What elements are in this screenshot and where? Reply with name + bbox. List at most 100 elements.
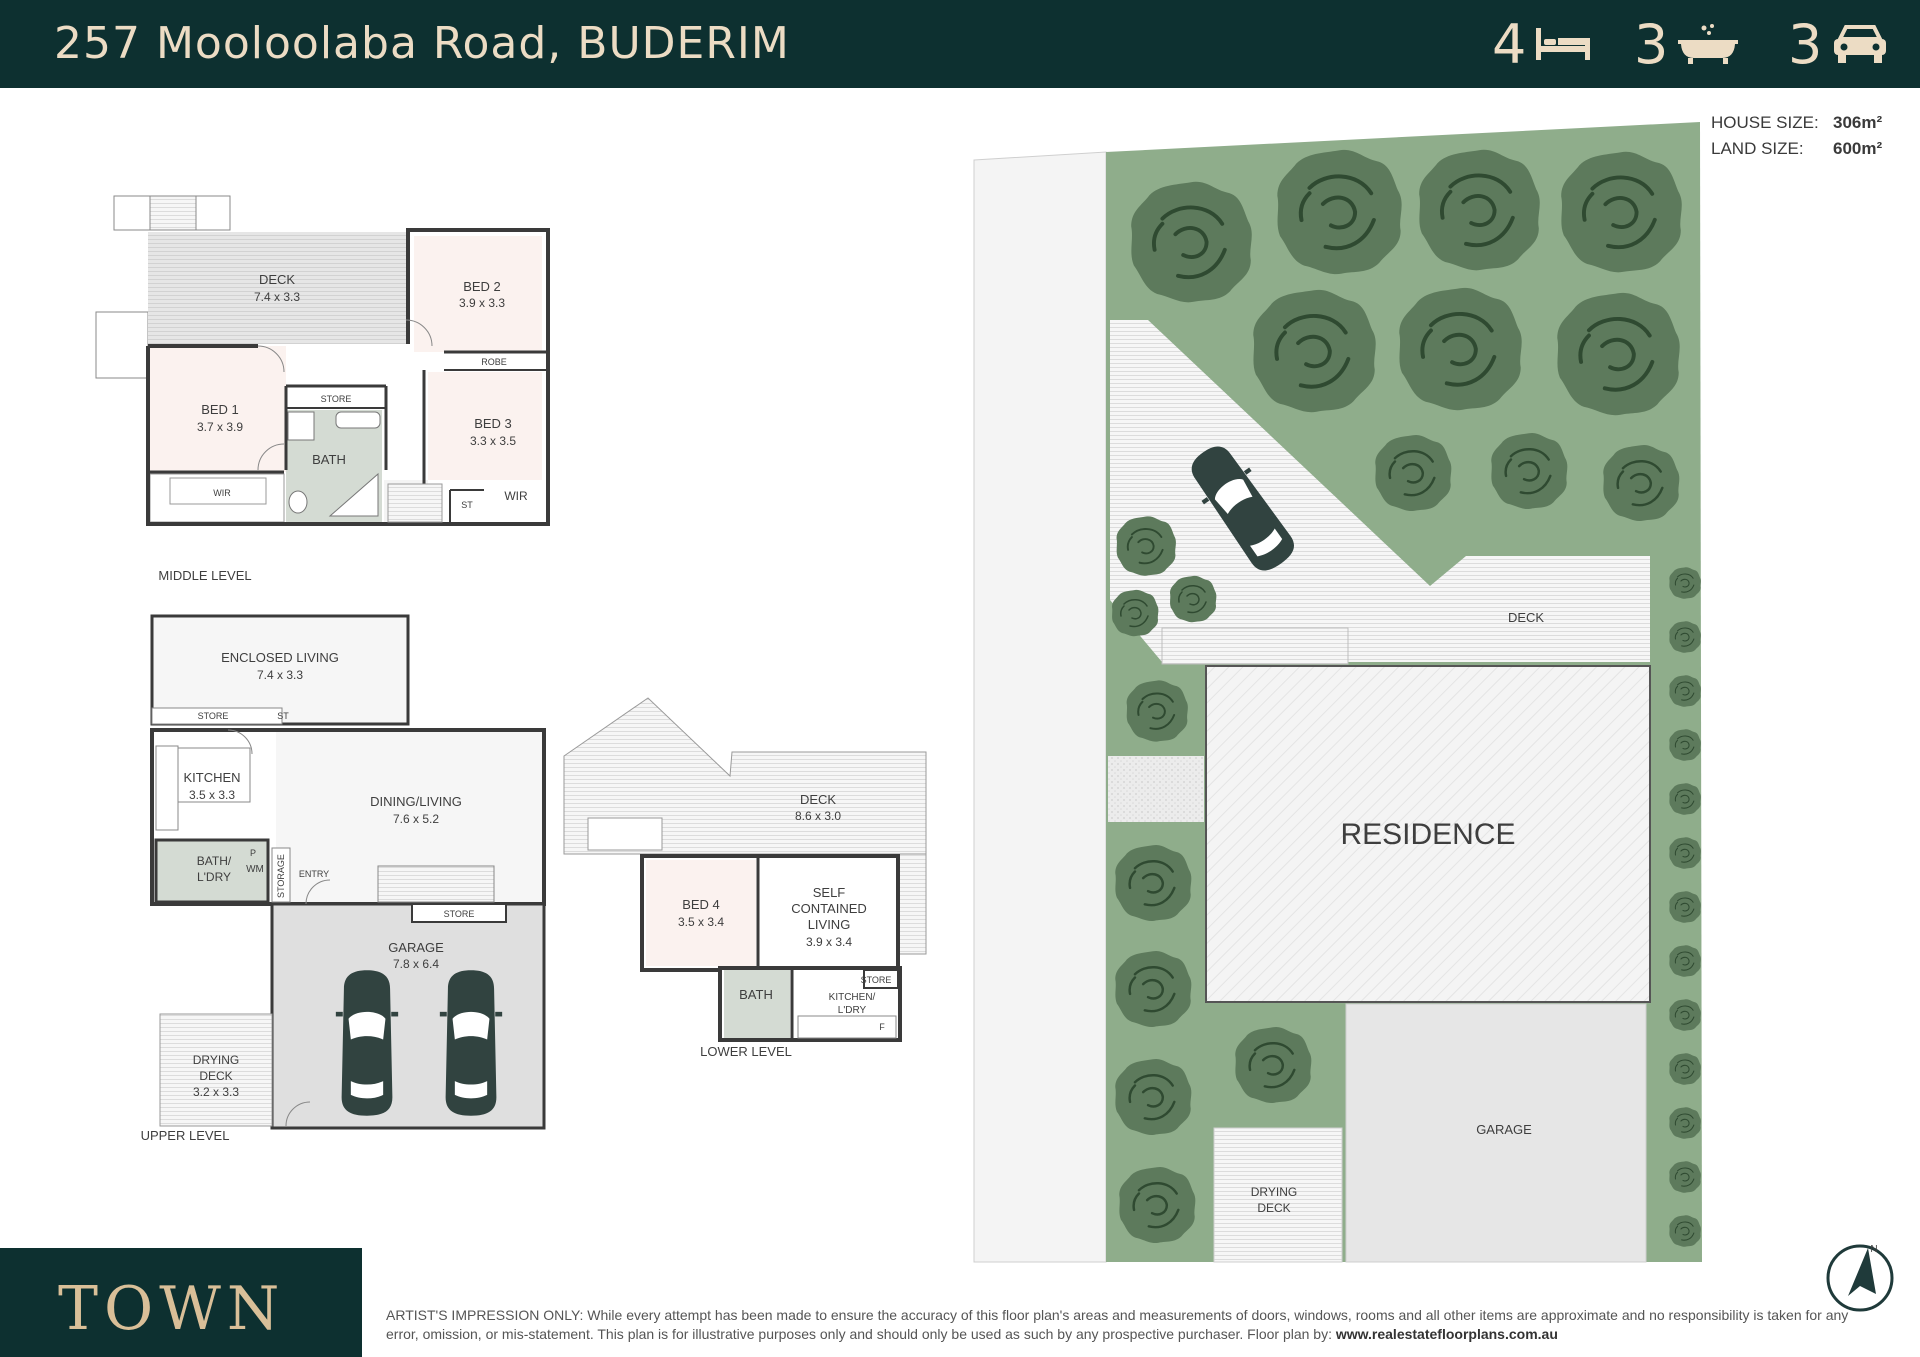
brand-panel: TOWN xyxy=(0,1248,362,1357)
ul-kitchen-dim: 3.5 x 3.3 xyxy=(189,788,235,802)
ll-bed4-label: BED 4 xyxy=(682,897,720,912)
ml-bed1-label: BED 1 xyxy=(201,402,239,417)
car-icon xyxy=(1834,25,1887,63)
tree-icon xyxy=(1602,443,1681,523)
ll-self-label-3: LIVING xyxy=(808,917,851,932)
ul-enclosed-label: ENCLOSED LIVING xyxy=(221,650,339,665)
ul-drying-label-2: DECK xyxy=(199,1069,232,1083)
tree-icon xyxy=(1114,843,1193,923)
ll-deck-label: DECK xyxy=(800,792,836,807)
tree-icon xyxy=(1417,147,1542,273)
tree-icon xyxy=(1115,515,1177,577)
ml-bed2-label: BED 2 xyxy=(463,279,501,294)
hedge-tree-icon xyxy=(1668,1106,1702,1140)
tree-icon xyxy=(1555,290,1682,418)
hedge-tree-icon xyxy=(1668,890,1702,924)
tree-icon xyxy=(1111,589,1160,637)
site-residence-label: RESIDENCE xyxy=(1340,818,1515,851)
land-size-value: 600m² xyxy=(1833,139,1883,158)
baths-stat: 3 xyxy=(1634,12,1740,76)
ul-dining-label: DINING/LIVING xyxy=(370,794,462,809)
ul-kitchen-label: KITCHEN xyxy=(183,770,240,785)
compass-north-label: N xyxy=(1870,1244,1877,1255)
disclaimer: ARTIST'S IMPRESSION ONLY: While every at… xyxy=(386,1306,1866,1344)
bathtub-icon xyxy=(1678,24,1739,64)
ll-kitchen-label-2: L'DRY xyxy=(838,1005,867,1016)
ul-bath-label-1: BATH/ xyxy=(197,854,232,868)
ml-bed3-dim: 3.3 x 3.5 xyxy=(470,434,516,448)
tree-icon xyxy=(1559,149,1684,275)
hedge-tree-icon xyxy=(1668,674,1702,708)
tree-icon xyxy=(1114,949,1193,1029)
beds-count: 4 xyxy=(1492,12,1527,76)
ml-bed3-label: BED 3 xyxy=(474,416,512,431)
header-bar: 257 Mooloolaba Road, BUDERIM 4 3 3 xyxy=(0,0,1920,88)
ll-self-dim: 3.9 x 3.4 xyxy=(806,935,852,949)
ul-storage-label: STORAGE xyxy=(276,854,286,898)
upper-level-plan: ENCLOSED LIVING 7.4 x 3.3 STORE ST KITCH… xyxy=(141,614,546,1143)
tree-icon xyxy=(1125,679,1189,743)
ul-p-label: P xyxy=(250,848,256,858)
site-plan: DECK RESIDENCE GARAGE DRYING DECK N xyxy=(973,122,1894,1312)
property-address: 257 Mooloolaba Road, BUDERIM xyxy=(54,18,790,69)
hedge-tree-icon xyxy=(1668,836,1702,870)
hedge-tree-icon xyxy=(1668,566,1702,600)
ul-store-label: STORE xyxy=(198,711,229,721)
hedge-tree-icon xyxy=(1668,944,1702,978)
ml-st-label: ST xyxy=(461,500,473,510)
beds-stat: 4 xyxy=(1492,12,1592,76)
lower-level-plan: DECK 8.6 x 3.0 BED 4 3.5 x 3.4 SELF CONT… xyxy=(563,697,927,1059)
ul-garage-dim: 7.8 x 6.4 xyxy=(393,957,439,971)
middle-level-plan: DECK 7.4 x 3.3 BED 2 3.9 x 3.3 ROBE BED … xyxy=(95,195,550,583)
ul-dining-dim: 7.6 x 5.2 xyxy=(393,812,439,826)
ml-bed2-dim: 3.9 x 3.3 xyxy=(459,296,505,310)
upper-garage-car-left-icon xyxy=(335,970,399,1116)
disclaimer-text: ARTIST'S IMPRESSION ONLY: While every at… xyxy=(386,1307,1849,1342)
tree-icon xyxy=(1234,1025,1313,1105)
tree-icon xyxy=(1251,287,1378,415)
disclaimer-link: www.realestatefloorplans.com.au xyxy=(1335,1326,1558,1342)
ul-st-label: ST xyxy=(277,711,289,721)
brand-logo: TOWN xyxy=(58,1274,286,1344)
tree-icon xyxy=(1118,1165,1197,1245)
site-drying-label-2: DECK xyxy=(1257,1201,1290,1215)
ul-store2-label: STORE xyxy=(444,909,475,919)
ll-self-label-2: CONTAINED xyxy=(791,901,867,916)
tree-icon xyxy=(1169,575,1218,623)
site-garage-label: GARAGE xyxy=(1476,1122,1532,1137)
ul-enclosed-dim: 7.4 x 3.3 xyxy=(257,668,303,682)
cars-stat: 3 xyxy=(1788,12,1890,76)
tree-icon xyxy=(1277,150,1401,274)
hedge-tree-icon xyxy=(1668,1160,1702,1194)
hedge-tree-icon xyxy=(1668,1214,1702,1248)
cars-count: 3 xyxy=(1788,12,1823,76)
hedge-tree-icon xyxy=(1668,998,1702,1032)
ul-title: UPPER LEVEL xyxy=(141,1128,230,1143)
ml-bath-label: BATH xyxy=(312,452,346,467)
hedge-tree-icon xyxy=(1668,1052,1702,1086)
ml-bed1-dim: 3.7 x 3.9 xyxy=(197,420,243,434)
ml-deck-dim: 7.4 x 3.3 xyxy=(254,290,300,304)
ml-store-label: STORE xyxy=(321,394,352,404)
ul-garage-label: GARAGE xyxy=(388,940,444,955)
ul-bath-label-2: L'DRY xyxy=(197,870,231,884)
upper-garage-car-right-icon xyxy=(439,970,503,1116)
ll-bath-label: BATH xyxy=(739,987,773,1002)
ll-kitchen-label-1: KITCHEN/ xyxy=(829,992,876,1003)
hedge-tree-icon xyxy=(1668,782,1702,816)
ml-robe-label: ROBE xyxy=(481,357,507,367)
ll-bed4-dim: 3.5 x 3.4 xyxy=(678,915,724,929)
compass-icon: N xyxy=(1826,1244,1894,1312)
ml-title: MIDDLE LEVEL xyxy=(158,568,251,583)
house-size-label: HOUSE SIZE: xyxy=(1711,113,1819,132)
ml-deck-label: DECK xyxy=(259,272,295,287)
ll-self-label-1: SELF xyxy=(813,885,846,900)
ul-entry-label: ENTRY xyxy=(299,869,329,879)
property-sizes: HOUSE SIZE:306m² LAND SIZE:600m² xyxy=(1711,110,1882,162)
ml-wir1-label: WIR xyxy=(213,488,231,498)
ul-wm-label: WM xyxy=(246,864,264,875)
ll-deck-dim: 8.6 x 3.0 xyxy=(795,809,841,823)
bed-icon xyxy=(1536,28,1591,60)
ll-store-label: STORE xyxy=(861,975,892,985)
